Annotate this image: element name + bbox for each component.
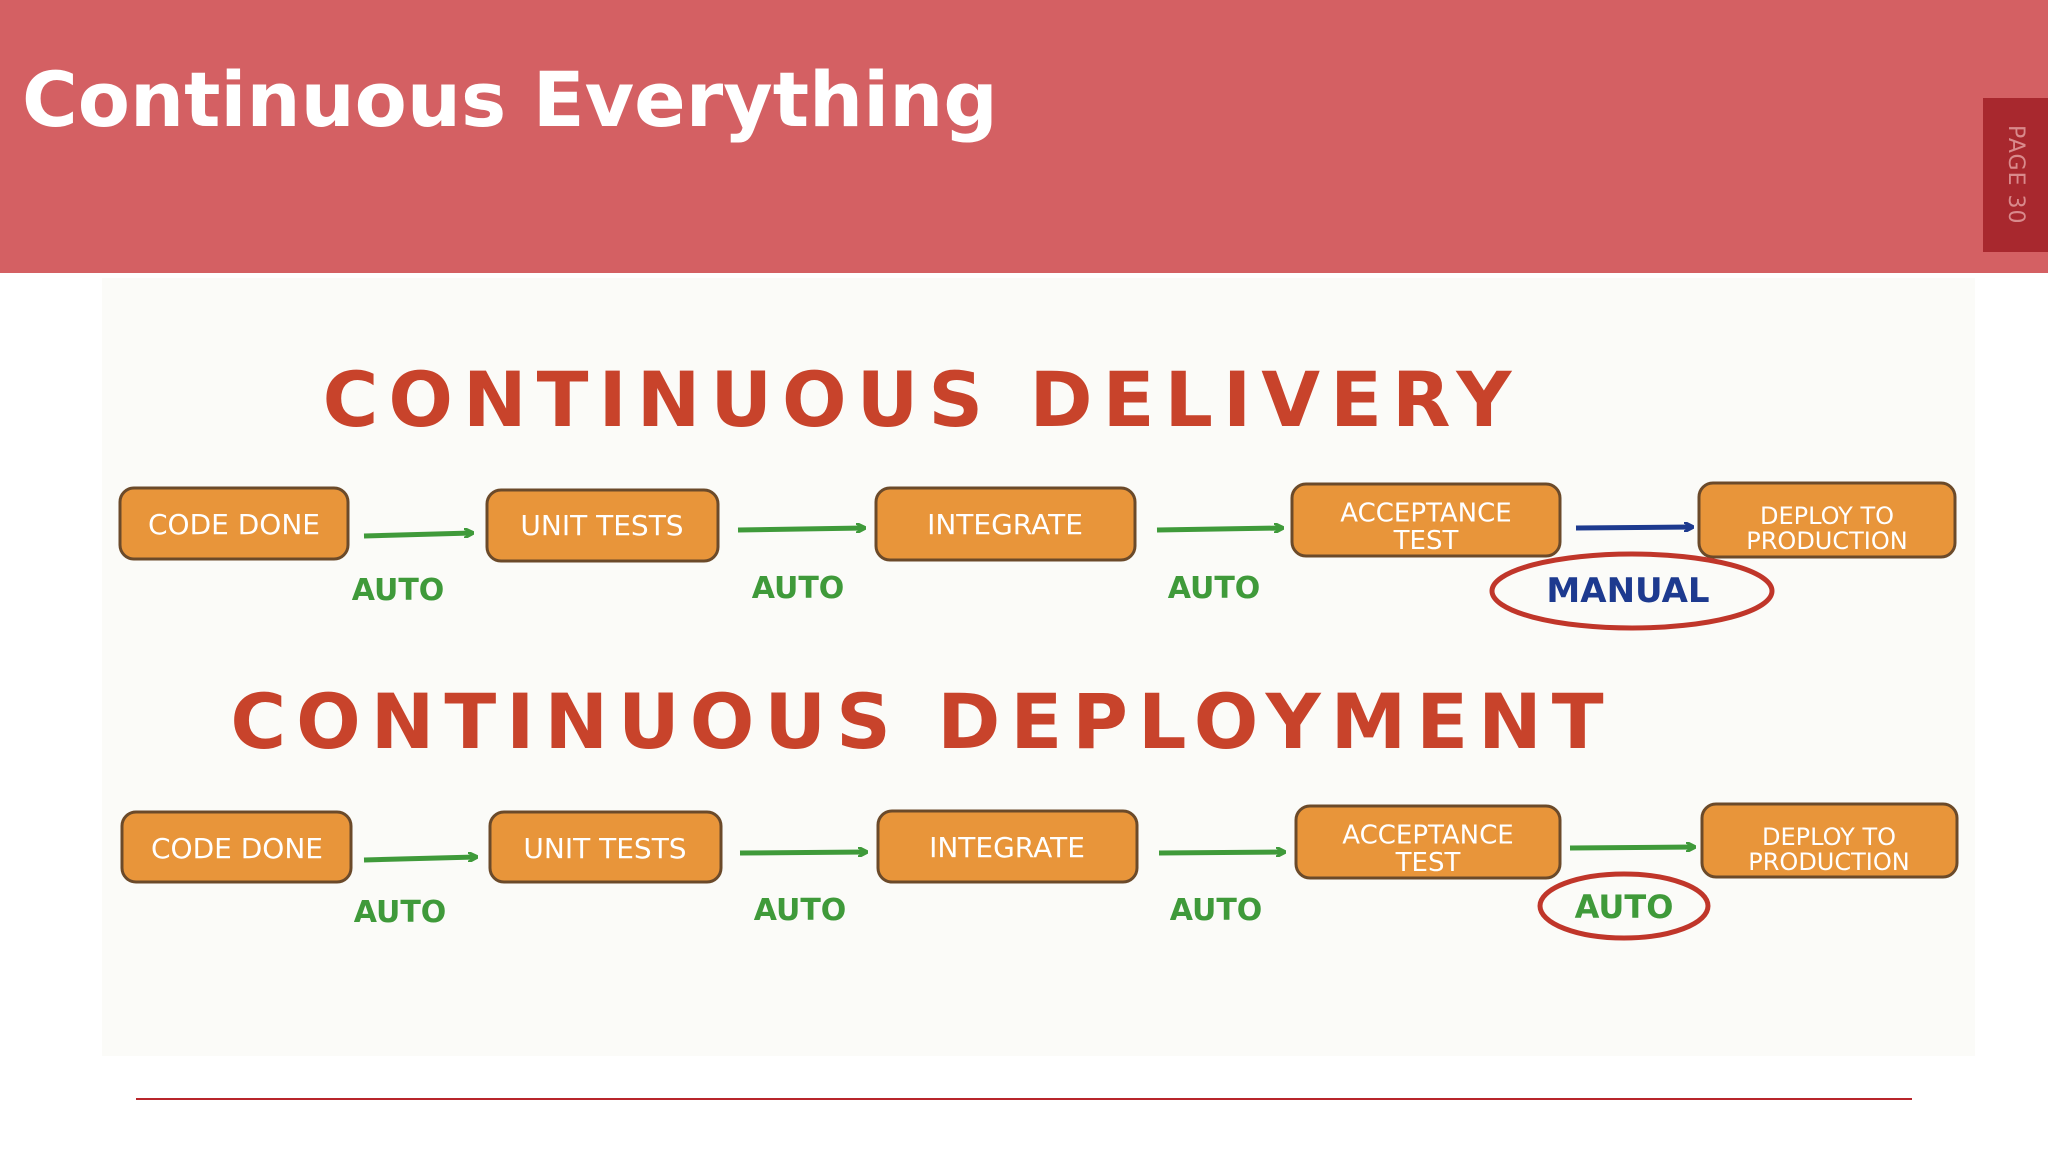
transition-label: AUTO — [354, 895, 447, 930]
step-label: CODE DONE — [148, 508, 320, 541]
transition-label: AUTO — [754, 893, 847, 928]
transition-label: AUTO — [352, 573, 445, 608]
step-label: CODE DONE — [151, 832, 323, 865]
arrow — [1158, 852, 1284, 853]
arrow — [1569, 847, 1694, 848]
arrow — [363, 857, 476, 863]
arrow — [1156, 528, 1282, 530]
step-label: UNIT TESTS — [523, 832, 686, 865]
section-heading: CONTINUOUS DEPLOYMENT — [230, 677, 1613, 766]
section-heading: CONTINUOUS DELIVERY — [323, 355, 1522, 444]
pipeline-step: UNIT TESTS — [488, 810, 723, 884]
pipeline-step: INTEGRATE — [876, 809, 1139, 884]
page-number-label: PAGE 30 — [1983, 98, 2048, 252]
arrow — [363, 533, 472, 539]
page-number-text: PAGE 30 — [2003, 125, 2028, 225]
step-label: INTEGRATE — [929, 831, 1085, 864]
page-tab: PAGE 30 — [1983, 98, 2048, 252]
transition-label: AUTO — [1170, 893, 1263, 928]
step-label: INTEGRATE — [927, 508, 1083, 541]
section-continuous-deployment: CONTINUOUS DEPLOYMENT CODE DONE UNIT TES… — [120, 677, 1959, 941]
transition-label: AUTO — [752, 571, 845, 606]
step-label: UNIT TESTS — [520, 509, 683, 542]
arrow — [739, 852, 866, 853]
transition-label: AUTO — [1575, 888, 1674, 926]
slide-header: Continuous Everything PAGE 30 — [0, 0, 2048, 273]
pipeline-diagram: CONTINUOUS DELIVERY CODE DONE UNIT TESTS… — [102, 278, 1975, 1056]
pipeline-diagram-svg: CONTINUOUS DELIVERY CODE DONE UNIT TESTS… — [118, 355, 1959, 941]
slide-title: Continuous Everything — [22, 55, 998, 144]
arrow — [737, 528, 864, 530]
highlight-circle — [1537, 871, 1711, 941]
pipeline-step: UNIT TESTS — [485, 488, 720, 563]
footer-rule — [136, 1098, 1912, 1100]
section-continuous-delivery: CONTINUOUS DELIVERY CODE DONE UNIT TESTS… — [118, 355, 1957, 631]
pipeline-step: CODE DONE — [120, 810, 353, 884]
pipeline-step: INTEGRATE — [874, 486, 1137, 562]
arrow — [1575, 527, 1692, 528]
transition-label: MANUAL — [1546, 571, 1709, 611]
pipeline-step: CODE DONE — [118, 486, 350, 561]
transition-label: AUTO — [1168, 571, 1261, 606]
highlight-circle — [1489, 551, 1775, 631]
